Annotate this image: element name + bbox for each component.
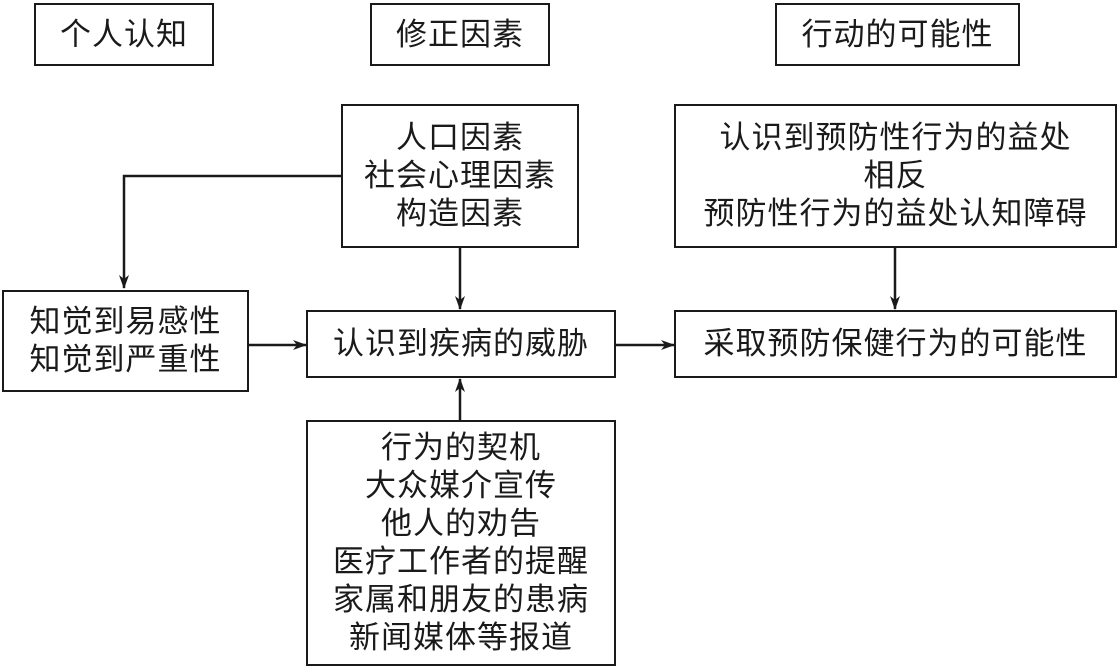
perceived-threat-box: 认识到疾病的威胁 — [306, 310, 616, 378]
perceived-benefits-line: 预防性行为的益处认知障碍 — [703, 196, 1088, 232]
cue-to-action-line: 新闻媒体等报道 — [349, 620, 573, 656]
cue-to-action-line: 大众媒介宣传 — [365, 468, 557, 504]
likelihood-of-action-box: 采取预防保健行为的可能性 — [674, 310, 1117, 378]
cue-to-action-line: 他人的劝告 — [381, 506, 541, 542]
arrow-modifying-to-susceptibility — [119, 174, 341, 289]
header-personal-label: 个人认知 — [60, 16, 188, 53]
modifying-factor-line: 构造因素 — [396, 196, 524, 232]
header-likelihood-label: 行动的可能性 — [801, 16, 994, 53]
cue-to-action-line: 家属和朋友的患病 — [333, 582, 589, 618]
perceived-benefits-line: 认识到预防性行为的益处 — [719, 120, 1072, 156]
header-modifying-factors: 修正因素 — [370, 3, 550, 66]
cue-to-action-line: 行为的契机 — [381, 430, 541, 466]
modifying-factors-box: 人口因素 社会心理因素 构造因素 — [341, 104, 579, 248]
modifying-factor-line: 社会心理因素 — [364, 158, 556, 194]
cue-to-action-line: 医疗工作者的提醒 — [333, 544, 589, 580]
perceived-benefits-box: 认识到预防性行为的益处 相反 预防性行为的益处认知障碍 — [674, 104, 1117, 248]
header-modifying-label: 修正因素 — [396, 16, 524, 53]
perceived-susceptibility-line: 知觉到易感性 — [29, 304, 222, 340]
header-personal-perception: 个人认知 — [34, 3, 214, 66]
header-likelihood-of-action: 行动的可能性 — [775, 3, 1020, 66]
likelihood-of-action-label: 采取预防保健行为的可能性 — [703, 326, 1088, 362]
perceived-threat-label: 认识到疾病的威胁 — [333, 326, 589, 362]
modifying-factor-line: 人口因素 — [396, 120, 524, 156]
perceived-susceptibility-line: 知觉到严重性 — [29, 342, 222, 378]
perceived-susceptibility-box: 知觉到易感性 知觉到严重性 — [2, 290, 249, 392]
perceived-benefits-line: 相反 — [863, 158, 928, 194]
cues-to-action-box: 行为的契机 大众媒介宣传 他人的劝告 医疗工作者的提醒 家属和朋友的患病 新闻媒… — [306, 420, 616, 666]
